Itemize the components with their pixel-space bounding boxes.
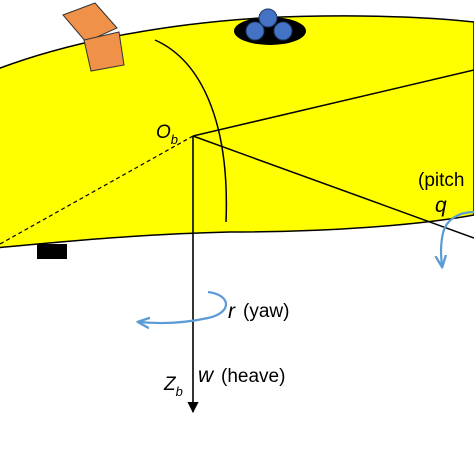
origin-label: Ob (156, 122, 178, 147)
heave-label: (heave) (221, 366, 285, 387)
pitch-label: (pitch (418, 170, 464, 191)
body-axis-x (192, 69, 474, 137)
keel-fin-icon (37, 244, 67, 259)
mast-icon (62, 2, 125, 72)
heave-symbol: w (198, 364, 215, 387)
yaw-rotation-arrow-icon (139, 290, 227, 323)
body-axis-dashed (0, 135, 194, 245)
pitch-rotation-arrow-icon (441, 210, 474, 266)
pitch-symbol: q (435, 194, 447, 217)
z-axis-label: Zb (163, 374, 183, 399)
auv-hull (0, 15, 474, 249)
sensor-dome-icon (234, 8, 306, 45)
yaw-symbol: r (228, 300, 236, 323)
hull-cross-section-line (154, 39, 228, 223)
yaw-label: (yaw) (243, 301, 289, 322)
body-axis-y (192, 135, 474, 239)
